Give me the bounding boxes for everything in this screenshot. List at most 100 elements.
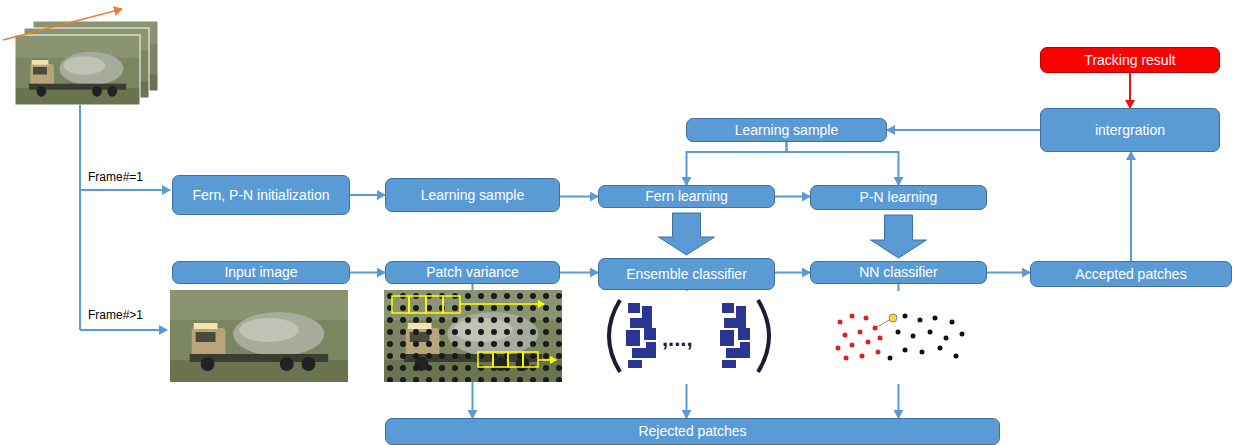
fern-cell — [646, 342, 656, 358]
parenthesis — [609, 300, 620, 372]
branch-arrow — [80, 329, 167, 331]
node-text: Fern learning — [645, 188, 728, 204]
arrow-connector — [350, 194, 385, 196]
fern-cell — [740, 342, 750, 358]
illustration-ground — [590, 291, 782, 384]
frame-border — [15, 35, 140, 105]
scan-windows — [392, 296, 538, 367]
fern-cell — [720, 330, 734, 346]
fern-cell — [724, 318, 746, 328]
sample-dot — [864, 316, 869, 321]
node-text: Fern, P-N initialization — [193, 187, 330, 203]
sample-dot — [844, 356, 849, 361]
node-text: Ensemble classifier — [626, 266, 747, 282]
result-box: Tracking result — [1040, 47, 1220, 73]
node-text: Learning sample — [735, 122, 839, 138]
query-dot — [889, 314, 897, 322]
sample-dot — [960, 332, 965, 337]
scan-arrow — [538, 359, 556, 361]
arrow-connector — [560, 272, 598, 274]
parenthesis — [758, 300, 769, 372]
arrow-connector — [472, 284, 474, 418]
frame-border — [24, 28, 149, 98]
arrow-connector — [687, 142, 787, 185]
node-text: Input image — [224, 264, 297, 280]
scan-window — [523, 352, 538, 367]
arrow-connector — [350, 272, 385, 274]
arrow-connector — [1130, 152, 1132, 261]
arrow-connector — [1129, 73, 1131, 108]
sample-dot — [838, 320, 843, 325]
sample-dot — [858, 330, 863, 335]
sample-dot — [918, 318, 923, 323]
negative-samples — [888, 314, 965, 361]
fern-cell — [632, 348, 650, 358]
sample-dot — [876, 350, 881, 355]
sample-dot — [920, 350, 925, 355]
block-arrow — [659, 213, 715, 255]
sample-dot — [888, 356, 893, 361]
fern-cell — [628, 303, 640, 313]
process-box: Ensemble classifier — [598, 258, 775, 290]
nearest-link — [877, 318, 893, 327]
sample-dot — [836, 346, 841, 351]
sample-dot — [928, 330, 933, 335]
scan-window — [493, 352, 508, 367]
fern-cell — [630, 318, 652, 328]
fern-cell — [642, 306, 652, 320]
scan-arrow — [460, 303, 544, 305]
node-text: P-N learning — [860, 189, 938, 205]
fern-cell — [726, 348, 744, 358]
arrow-connector — [898, 284, 900, 418]
arrow-connector — [987, 272, 1030, 274]
frame-label: Frame#>1 — [88, 308, 143, 322]
sample-dot — [878, 336, 883, 341]
patch-grid — [384, 290, 562, 382]
ellipsis-label: ,..., — [662, 326, 693, 352]
sample-dot — [950, 320, 955, 325]
sample-dot — [843, 333, 848, 338]
fern-cell — [722, 303, 734, 313]
arrow-connector — [686, 290, 688, 418]
sample-dot — [903, 348, 908, 353]
sample-dot — [850, 314, 855, 319]
sample-dot — [938, 346, 943, 351]
sample-dot — [860, 354, 865, 359]
arrow-connector — [787, 142, 899, 185]
sample-dot — [933, 316, 938, 321]
fern-cell — [628, 360, 642, 368]
process-box: Learning sample — [385, 178, 560, 212]
process-box: Patch variance — [385, 261, 560, 284]
sample-dot — [944, 336, 949, 341]
arrow-connector — [887, 129, 1040, 131]
fern-cell — [722, 360, 736, 368]
sample-dot — [873, 326, 878, 331]
patch-image — [384, 290, 562, 382]
branch-line — [79, 105, 81, 330]
process-box: Fern learning — [598, 185, 775, 208]
process-box: Input image — [172, 261, 350, 284]
node-text: intergration — [1095, 122, 1165, 138]
fern-cell — [626, 330, 640, 346]
node-text: Tracking result — [1084, 52, 1175, 68]
scan-window — [508, 352, 523, 367]
node-text: Patch variance — [426, 264, 519, 280]
scan-window — [392, 296, 409, 313]
video-frame — [33, 21, 158, 91]
frame-label: Frame#=1 — [88, 170, 143, 184]
scan-window — [478, 352, 493, 367]
time-arrow — [3, 9, 122, 40]
fern-cell — [738, 328, 750, 340]
fern-cell — [736, 306, 746, 320]
block-arrow — [871, 215, 927, 258]
node-text: NN classifier — [859, 264, 938, 280]
process-box: Fern, P-N initialization — [172, 175, 350, 215]
process-box: Learning sample — [686, 118, 887, 142]
scan-window — [409, 296, 426, 313]
scan-window — [443, 296, 460, 313]
process-box: P-N learning — [810, 185, 987, 210]
video-frame — [15, 35, 140, 105]
process-box: intergration — [1040, 108, 1220, 152]
arrow-connector — [775, 272, 810, 274]
